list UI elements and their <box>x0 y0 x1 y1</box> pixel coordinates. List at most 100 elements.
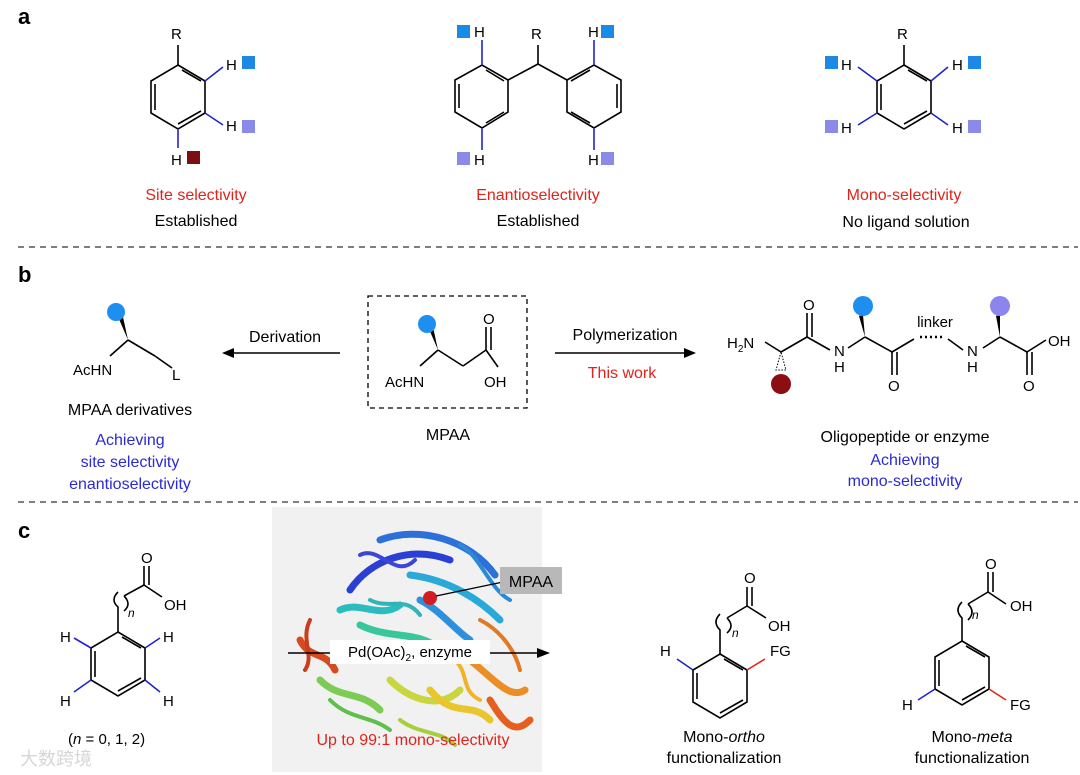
panel-b-letter: b <box>18 262 31 287</box>
mol2-h-top-right: H <box>588 24 599 41</box>
substrate-h-ll: H <box>60 693 71 710</box>
reagent-label: Pd(OAc)2, enzyme <box>348 644 472 664</box>
oligopeptide-label: Oligopeptide or enzyme <box>821 429 990 446</box>
mol1-h-upper: H <box>226 57 237 74</box>
blue-ball-marker <box>418 315 436 333</box>
site-selectivity-title: Site selectivity <box>145 187 246 204</box>
right-h-1: H <box>834 359 845 376</box>
substrate-n-label: n <box>128 606 135 620</box>
mol1-h-bottom: H <box>171 152 182 169</box>
ortho-h-label: H <box>660 643 671 660</box>
meta-o-label: O <box>985 556 997 573</box>
lavender-square-marker <box>601 152 614 165</box>
h2n-label: H2N <box>727 335 754 355</box>
mol2-h-top-left: H <box>474 24 485 41</box>
right-n-1: N <box>834 343 845 360</box>
mpaa-derivatives-label: MPAA derivatives <box>68 402 192 419</box>
ortho-o-label: O <box>744 570 756 587</box>
left-achieving-3: enantioselectivity <box>69 476 191 493</box>
substrate-o-label: O <box>141 550 153 567</box>
right-o-bottom-2: O <box>1023 378 1035 395</box>
substrate-condition: (n = 0, 1, 2) <box>68 731 145 748</box>
blue-ball-marker <box>107 303 125 321</box>
mpaa-site-marker <box>423 591 437 605</box>
hashed-wedge-bond <box>775 350 787 371</box>
right-h-2: H <box>967 359 978 376</box>
blue-ball-marker <box>853 296 873 316</box>
mol1-r-label: R <box>171 26 182 43</box>
mpaa-achn-label: AcHN <box>385 374 424 391</box>
ortho-oh-label: OH <box>768 618 791 635</box>
molecule-site-selectivity <box>150 45 224 148</box>
wedge-bond <box>859 315 865 337</box>
reagent-label-box <box>330 640 490 664</box>
mpaa-box <box>367 295 528 409</box>
watermark-text: 大数跨境 <box>20 749 92 769</box>
left-l-label: L <box>172 367 180 384</box>
mol3-h-lower-right: H <box>952 120 963 137</box>
blue-square-marker <box>457 25 470 38</box>
right-achieving-1: Achieving <box>870 452 939 469</box>
wedge-bond <box>119 317 128 340</box>
wedge-bond <box>429 327 438 350</box>
mol2-h-bottom-right: H <box>588 152 599 169</box>
mol2-r-label: R <box>531 26 542 43</box>
dark-red-square-marker <box>187 151 200 164</box>
molecule-mono-selectivity <box>857 45 949 130</box>
substrate-oh-label: OH <box>164 597 187 614</box>
left-achieving-2: site selectivity <box>81 454 180 471</box>
left-achn-label: AcHN <box>73 362 112 379</box>
mpaa-derivative-structure <box>109 339 173 369</box>
right-oh-label: OH <box>1048 333 1071 350</box>
blue-square-marker <box>601 25 614 38</box>
meta-n-label: n <box>972 608 979 622</box>
molecule-enantioselectivity <box>454 40 622 150</box>
meta-oh-label: OH <box>1010 598 1033 615</box>
polymerization-label: Polymerization <box>573 327 678 344</box>
lavender-square-marker <box>968 120 981 133</box>
substrate-structure <box>73 566 163 697</box>
mpaa-pointer <box>435 581 504 597</box>
mpaa-tag-label: MPAA <box>509 574 553 591</box>
mol2-h-bottom-left: H <box>474 152 485 169</box>
mol3-h-lower-left: H <box>841 120 852 137</box>
meta-h-label: H <box>902 697 913 714</box>
substrate-h-lr: H <box>163 693 174 710</box>
mol3-h-upper-left: H <box>841 57 852 74</box>
ortho-name-line1: Mono-ortho <box>683 729 765 746</box>
lavender-ball-marker <box>990 296 1010 316</box>
ortho-fg-label: FG <box>770 643 791 660</box>
mono-selectivity-status: No ligand solution <box>842 214 969 231</box>
blue-square-marker <box>242 56 255 69</box>
mpaa-structure <box>419 327 499 368</box>
right-o-bottom: O <box>888 378 900 395</box>
mpaa-o-label: O <box>483 311 495 328</box>
right-n-2: N <box>967 343 978 360</box>
enzyme-structure-image <box>272 507 542 772</box>
oligopeptide-structure <box>764 313 1047 375</box>
mpaa-name-label: MPAA <box>426 427 470 444</box>
meta-name-line1: Mono-meta <box>932 729 1013 746</box>
mol1-h-mid: H <box>226 118 237 135</box>
reaction-arrowhead <box>537 648 550 658</box>
substrate-h-ur: H <box>163 629 174 646</box>
enantioselectivity-title: Enantioselectivity <box>476 187 600 204</box>
blue-square-marker <box>825 56 838 69</box>
derivation-arrowhead <box>222 348 234 358</box>
linker-label: linker <box>917 314 953 331</box>
site-selectivity-status: Established <box>155 213 238 230</box>
mol3-r-label: R <box>897 26 908 43</box>
ortho-name-line2: functionalization <box>667 750 782 767</box>
polymerization-arrowhead <box>684 348 696 358</box>
lavender-square-marker <box>242 120 255 133</box>
mono-selectivity-yield: Up to 99:1 mono-selectivity <box>317 732 510 749</box>
right-o-top: O <box>803 297 815 314</box>
lavender-square-marker <box>825 120 838 133</box>
derivation-label: Derivation <box>249 329 321 346</box>
this-work-label: This work <box>588 365 657 382</box>
meta-product-structure <box>917 572 1007 706</box>
left-achieving-1: Achieving <box>95 432 164 449</box>
mpaa-oh-label: OH <box>484 374 507 391</box>
substrate-h-ul: H <box>60 629 71 646</box>
